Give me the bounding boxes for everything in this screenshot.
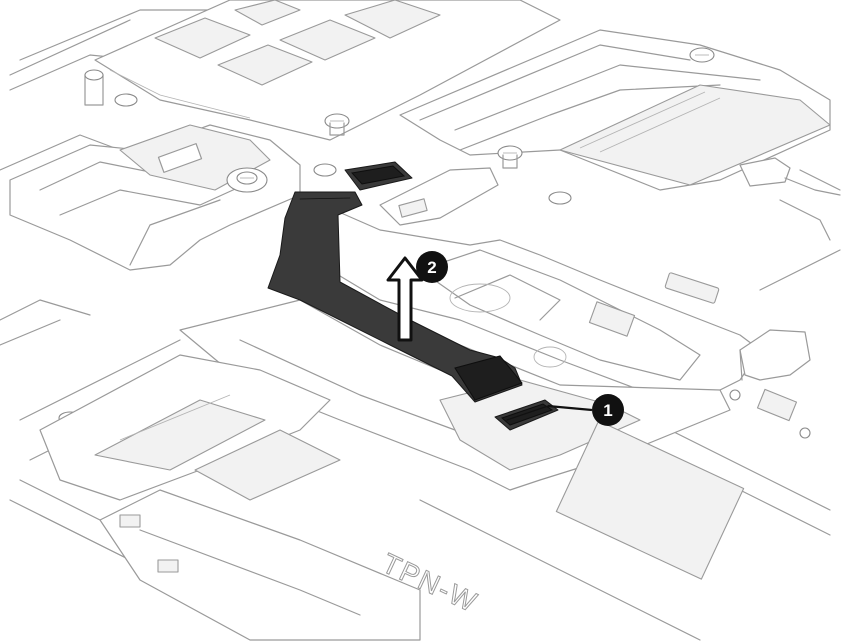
memory-chip (234, 0, 301, 26)
board-connectors (344, 157, 841, 226)
touchpad-cable (267, 191, 523, 403)
callout-2: 2 (416, 251, 448, 283)
lift-arrow-icon (386, 256, 424, 342)
touchpad-connector (494, 399, 559, 431)
screw-icon (497, 145, 523, 169)
memory-chip (344, 0, 441, 39)
screw-icon (114, 93, 138, 107)
screw-icon (689, 47, 715, 63)
screw-icon (313, 163, 337, 177)
screw-icon (226, 167, 268, 193)
callout-1: 1 (547, 394, 624, 426)
callout-1-number: 1 (603, 401, 612, 420)
screw-icon (324, 113, 350, 136)
palmrest-plate (39, 299, 798, 641)
cable-plug (739, 157, 791, 187)
memory-chip (154, 17, 251, 59)
system-board (94, 0, 561, 141)
screw-icon (548, 191, 572, 205)
callout-2-number: 2 (427, 258, 436, 277)
memory-chip (279, 19, 376, 61)
memory-chip (217, 44, 313, 86)
touchpad-bracket (299, 194, 811, 406)
